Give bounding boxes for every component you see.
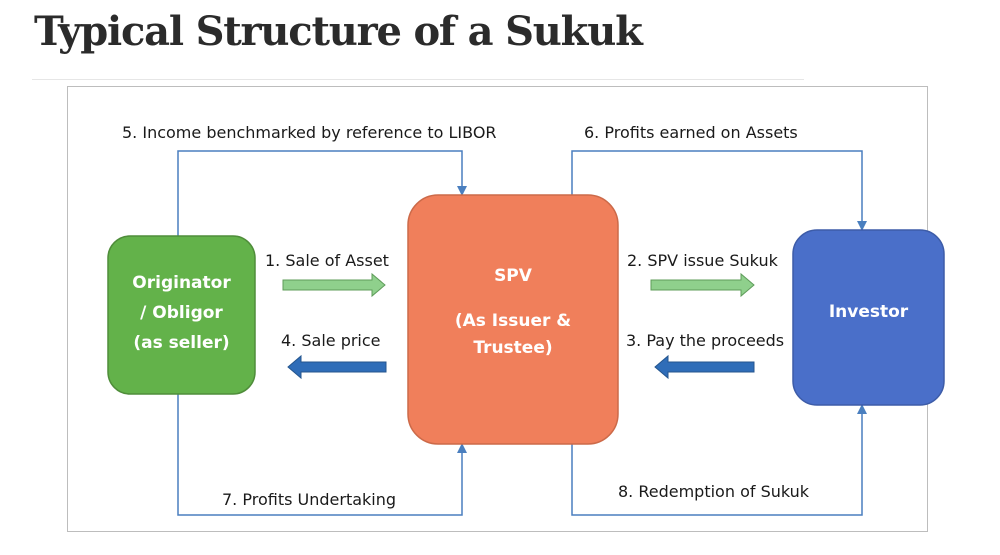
investor-box: Investor [792, 229, 945, 406]
spv-label-1: SPV [494, 266, 533, 286]
flow-line-redemption [571, 404, 867, 516]
spv-box: SPV (As Issuer & Trustee) [407, 194, 619, 445]
flow-line-profits-assets [571, 150, 867, 231]
originator-box: Originator / Obligor (as seller) [107, 235, 256, 395]
flow-label-6: 6. Profits earned on Assets [584, 123, 798, 142]
arrow-sale-price [287, 354, 387, 380]
flow-label-7: 7. Profits Undertaking [222, 490, 396, 509]
originator-label-2: / Obligor [140, 303, 223, 323]
originator-label-3: (as seller) [133, 333, 229, 353]
flow-label-4: 4. Sale price [281, 331, 381, 350]
flow-line-profits-undertaking [177, 394, 467, 516]
spv-label-3: Trustee) [473, 338, 552, 358]
investor-label: Investor [829, 302, 909, 322]
flow-label-1: 1. Sale of Asset [265, 251, 389, 270]
arrow-pay-proceeds [654, 354, 755, 380]
spv-label-2: (As Issuer & [455, 311, 571, 331]
flow-label-2: 2. SPV issue Sukuk [627, 251, 779, 270]
flow-line-income [177, 150, 467, 236]
flow-label-3: 3. Pay the proceeds [626, 331, 784, 350]
flow-label-8: 8. Redemption of Sukuk [618, 482, 810, 501]
page-title: Typical Structure of a Sukuk [34, 8, 643, 55]
arrow-spv-issue-sukuk [650, 272, 755, 298]
arrow-sale-of-asset [282, 272, 386, 298]
title-divider [32, 79, 804, 80]
flow-label-5: 5. Income benchmarked by reference to LI… [122, 123, 497, 142]
originator-label-1: Originator [132, 273, 231, 293]
